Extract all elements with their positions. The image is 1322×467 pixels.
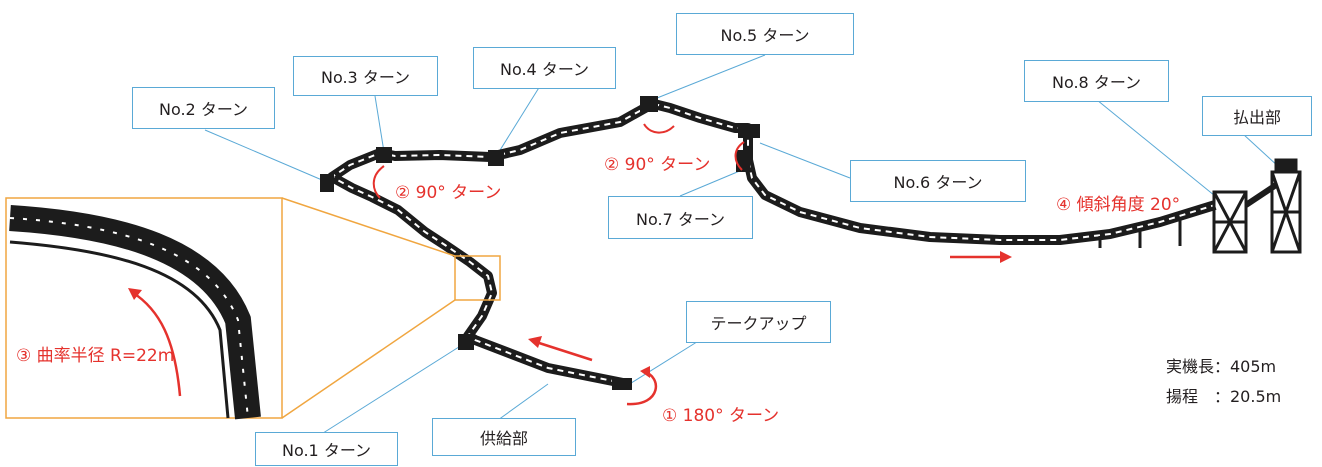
curve-detail-inset: [5, 197, 501, 420]
turn-3-callout: No.3 ターン: [293, 56, 438, 96]
conveyor-structure: [320, 96, 1302, 390]
turn-5-callout: No.5 ターン: [676, 13, 854, 55]
turn-7-callout: No.7 ターン: [608, 196, 753, 239]
turn-180-label: ① 180° ターン: [662, 406, 780, 426]
turn-6-callout: No.6 ターン: [850, 160, 1026, 202]
turn-8-callout: No.8 ターン: [1024, 60, 1169, 102]
turn-1-callout: No.1 ターン: [255, 432, 398, 466]
direction-arrows: [372, 123, 1012, 406]
curvature-radius-label: ③ 曲率半径 R=22m: [16, 346, 175, 366]
takeup-callout: テークアップ: [686, 301, 831, 343]
lift-height: 揚程 ：20.5m: [1166, 387, 1282, 406]
turn-2-callout: No.2 ターン: [132, 87, 275, 129]
supply-section-callout: 供給部: [432, 418, 576, 456]
leader-lines: [204, 54, 1281, 436]
turn-90-label-a: ② 90° ターン: [395, 183, 502, 203]
discharge-section-callout: 払出部: [1202, 96, 1312, 136]
incline-angle-label: ④ 傾斜角度 20°: [1056, 195, 1181, 215]
machine-length: 実機長：405m: [1166, 357, 1277, 376]
turn-4-callout: No.4 ターン: [473, 47, 616, 89]
turn-90-label-b: ② 90° ターン: [604, 155, 711, 175]
